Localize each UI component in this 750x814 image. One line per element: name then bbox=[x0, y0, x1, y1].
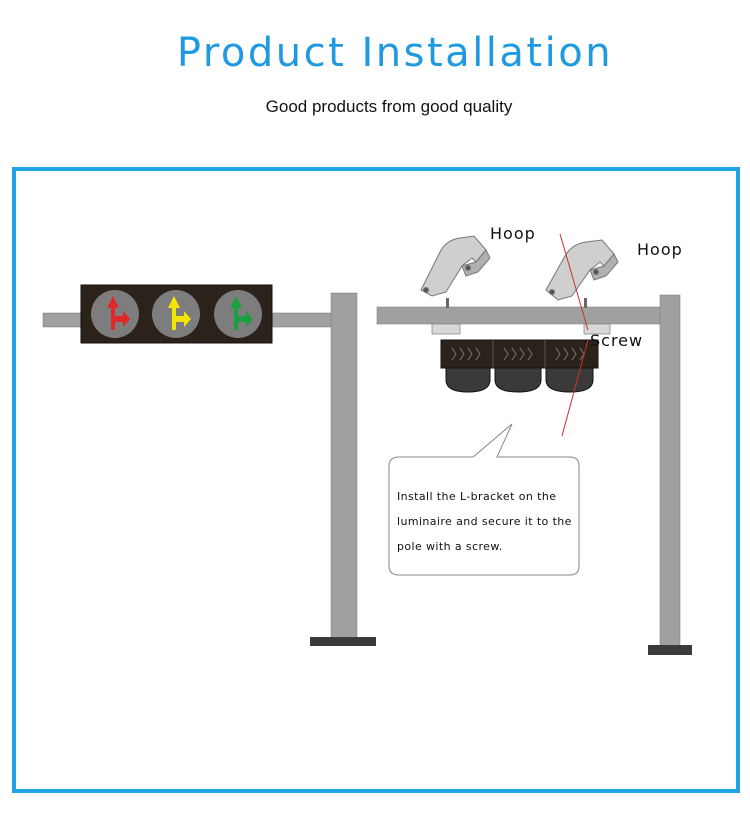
yellow-arrow-icon bbox=[168, 296, 191, 330]
page-title: Product Installation bbox=[176, 30, 614, 76]
pointer-line-lower bbox=[561, 339, 589, 437]
illustration-frame bbox=[12, 167, 740, 793]
hoop-bracket-left bbox=[420, 235, 491, 297]
hoop-label-right: Hoop bbox=[637, 240, 683, 259]
signal-light-hanging bbox=[440, 339, 599, 393]
red-arrow-icon bbox=[107, 296, 130, 330]
right-pole-base bbox=[648, 645, 692, 655]
right-arm bbox=[376, 306, 663, 325]
page-subtitle: Good products from good quality bbox=[265, 97, 513, 116]
right-pole bbox=[659, 294, 681, 648]
hoop-label-left: Hoop bbox=[490, 224, 536, 243]
green-arrow-icon bbox=[230, 296, 253, 330]
pointer-line bbox=[559, 233, 589, 331]
callout-bubble bbox=[388, 423, 580, 576]
hoop-bracket-right bbox=[545, 239, 619, 301]
callout-text: Install the L-bracket on the luminaire a… bbox=[397, 490, 572, 553]
left-pole-base bbox=[310, 637, 376, 646]
l-bracket bbox=[431, 323, 611, 335]
left-pole bbox=[330, 292, 358, 640]
screw-label: Screw bbox=[590, 331, 644, 350]
signal-light-front bbox=[80, 284, 273, 344]
screw-icon bbox=[446, 298, 587, 308]
right-pole-assembly bbox=[376, 294, 692, 655]
left-pole-assembly bbox=[42, 292, 376, 646]
